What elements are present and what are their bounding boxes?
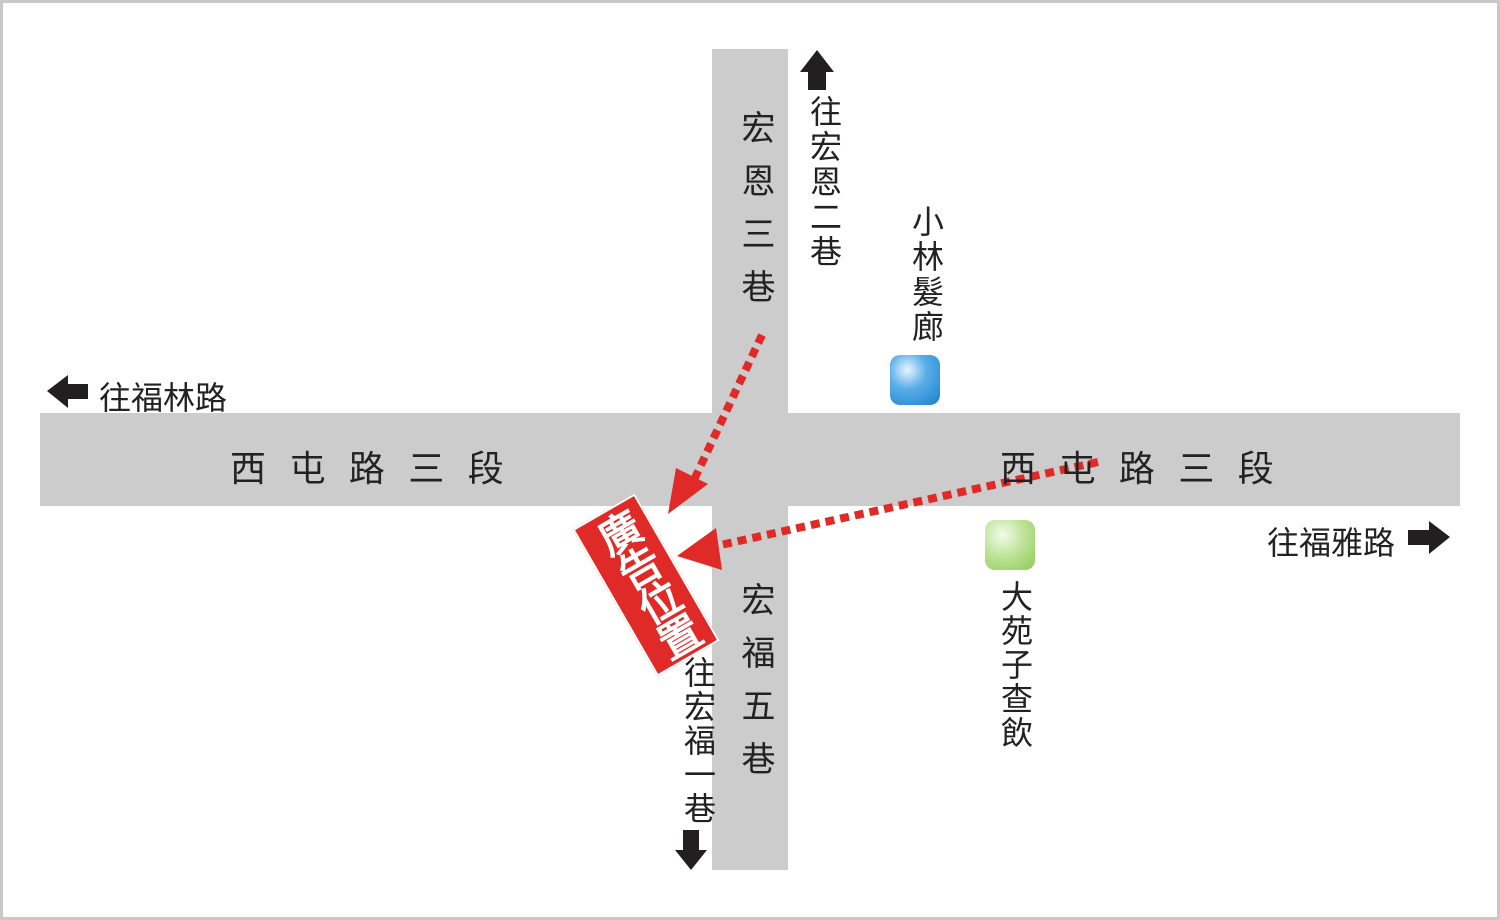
road-label-west: 西 屯 路 三 段 [230, 449, 510, 490]
arrow-up-icon [800, 50, 834, 90]
direction-east: 往福雅路 [1267, 524, 1396, 562]
pointer-line-east [715, 458, 1099, 550]
arrow-down-icon [675, 830, 707, 870]
direction-west: 往福林路 [99, 379, 228, 417]
road-label-north: 宏恩三巷 [735, 110, 775, 322]
pointer-arrowhead-east [677, 528, 722, 570]
direction-north: 往宏恩二巷 [805, 95, 843, 270]
landmark-label-hair-salon: 小林髮廊 [907, 205, 945, 345]
arrow-right-icon [1408, 521, 1450, 554]
road-label-east: 西 屯 路 三 段 [1000, 449, 1280, 490]
pointer-arrowhead-north [668, 468, 708, 514]
landmark-label-tea-shop: 大苑子查飲 [996, 580, 1034, 750]
arrow-left-icon [47, 375, 88, 408]
road-label-south: 宏福五巷 [735, 582, 775, 794]
road-hongen-lane [712, 49, 788, 870]
pointer-line-north [689, 333, 766, 484]
direction-south: 往宏福一巷 [679, 656, 717, 826]
landmark-marker-tea-shop [985, 520, 1035, 570]
landmark-marker-hair-salon [890, 355, 940, 405]
